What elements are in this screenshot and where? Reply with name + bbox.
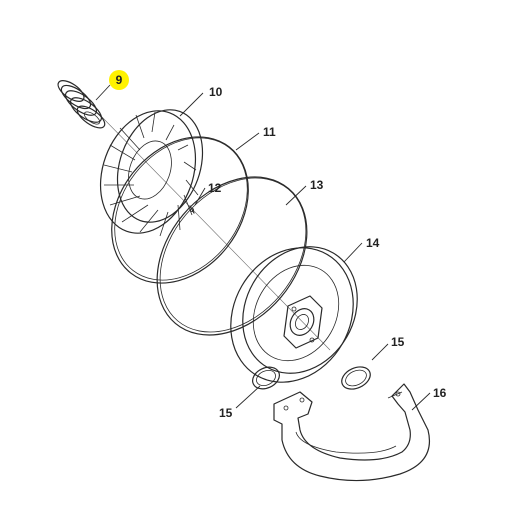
large-ring-part — [111, 136, 249, 284]
callout-leaders — [95, 84, 431, 411]
callout-label-15-left: 15 — [219, 406, 233, 420]
callout-label-10: 10 — [209, 85, 223, 99]
callout-label-12: 12 — [208, 181, 222, 195]
exhaust-elbow-part — [273, 383, 430, 482]
spring-seal-part — [57, 80, 106, 129]
callout-label-16: 16 — [433, 386, 447, 400]
callout-label-9: 9 — [116, 73, 123, 87]
callout-label-14: 14 — [366, 236, 380, 250]
callout-labels: 9 10 11 12 13 14 15 15 16 — [109, 70, 447, 420]
o-ring-right-part — [341, 366, 371, 390]
o-ring-left-part — [252, 366, 280, 390]
callout-label-11: 11 — [263, 125, 276, 139]
assembly-axis — [99, 114, 331, 351]
housing-plate-part — [230, 246, 358, 383]
flywheel-fan-part — [99, 109, 204, 237]
callout-label-13: 13 — [310, 178, 324, 192]
callout-label-15-right: 15 — [391, 335, 405, 349]
callout-9-highlight — [109, 70, 129, 90]
second-ring-part — [156, 176, 308, 336]
